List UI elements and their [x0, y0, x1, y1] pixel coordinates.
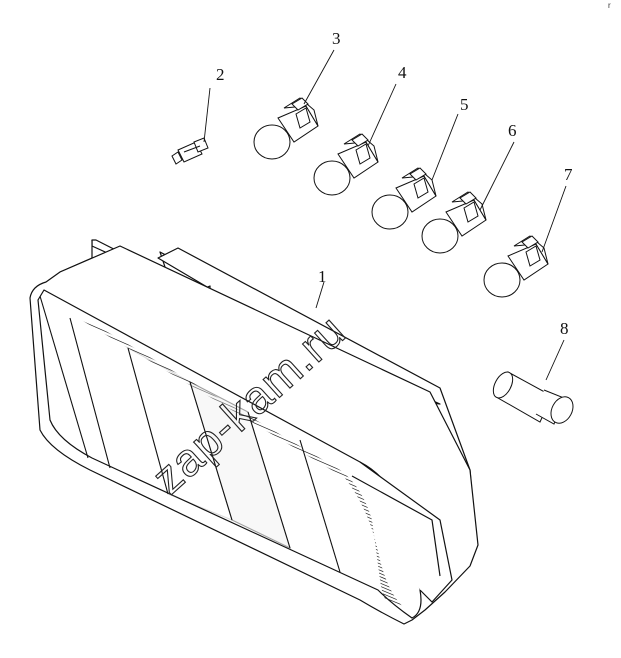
callout-1: 1 — [318, 267, 327, 286]
callout-8: 8 — [560, 319, 569, 338]
bulb-4 — [313, 133, 379, 196]
festoon-bulb — [492, 371, 574, 425]
bulb-3 — [253, 97, 319, 160]
wedge-bulb-small — [171, 137, 209, 165]
callout-7: 7 — [564, 165, 573, 184]
bulb-5 — [371, 167, 437, 230]
callout-labels: 1 2 3 4 5 6 7 8 — [216, 29, 573, 338]
callout-2: 2 — [216, 65, 225, 84]
tail-lamp-housing — [29, 239, 479, 625]
leader-lines — [203, 49, 567, 381]
callout-5: 5 — [460, 95, 469, 114]
callout-4: 4 — [398, 63, 407, 82]
callout-3: 3 — [332, 29, 341, 48]
corner-mark: r — [608, 1, 611, 10]
callout-6: 6 — [508, 121, 517, 140]
bulb-7 — [483, 235, 549, 298]
lamp-lens-segments — [39, 295, 341, 573]
bulb-6 — [421, 191, 487, 254]
